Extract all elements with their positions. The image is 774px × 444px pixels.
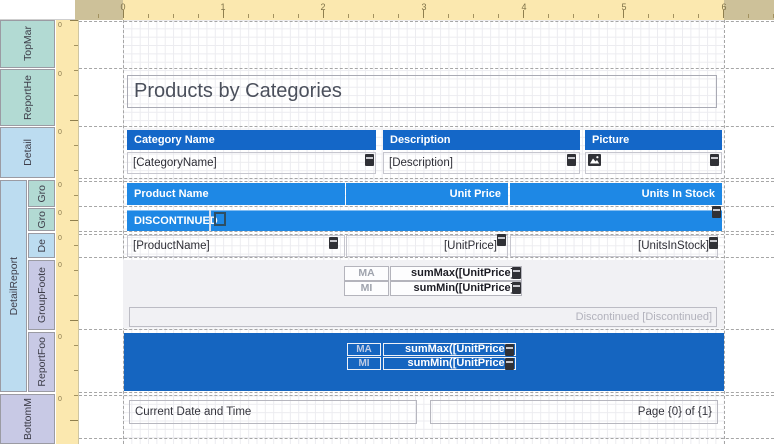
- picture-header-cell[interactable]: Picture: [585, 130, 722, 150]
- report-title-textbox[interactable]: Products by Categories: [127, 75, 717, 108]
- ruler-zero: 0: [58, 235, 62, 242]
- ruler-number: 6: [721, 2, 727, 12]
- footer-summary-min-tag-cell[interactable]: MI: [347, 357, 381, 370]
- category-name-field-cell[interactable]: [CategoryName]: [127, 152, 376, 174]
- units-in-stock-header-cell[interactable]: Units In Stock: [510, 183, 722, 205]
- ruler-zero: 0: [58, 396, 62, 403]
- picture-field-cell[interactable]: [585, 152, 722, 174]
- group-condition-textbox[interactable]: Discontinued [Discontinued]: [129, 307, 717, 327]
- summary-max-value-cell[interactable]: sumMax([UnitPrice]): [390, 266, 522, 281]
- product-name-header-cell[interactable]: Product Name: [127, 183, 345, 205]
- ruler-number: 1: [220, 2, 226, 12]
- band-separator: [79, 126, 774, 127]
- band-label-inner-detail[interactable]: De: [28, 233, 55, 258]
- field-marker-icon: [505, 358, 514, 370]
- band-separator: [79, 68, 774, 69]
- band-separator: [79, 234, 774, 235]
- ruler-number: 0: [120, 2, 126, 12]
- ruler-zero: 0: [58, 182, 62, 189]
- band-separator: [79, 329, 774, 330]
- ruler-number: 4: [521, 2, 527, 12]
- ruler-number: 3: [421, 2, 427, 12]
- unit-price-field-cell[interactable]: [UnitPrice]: [346, 235, 508, 257]
- band-separator: [79, 206, 774, 207]
- field-marker-icon: [567, 154, 576, 166]
- ruler-inch-ticks: [70, 20, 78, 444]
- product-name-field-cell[interactable]: [ProductName]: [127, 235, 345, 257]
- band-separator: [79, 395, 774, 396]
- horizontal-ruler: 0 1 2 3 4 5 6: [0, 0, 774, 20]
- ruler-zero: 0: [58, 22, 62, 29]
- band-label-report-header[interactable]: ReportHe: [0, 69, 55, 126]
- field-marker-icon: [505, 344, 514, 356]
- description-header-cell[interactable]: Description: [383, 130, 580, 150]
- ruler-zero: 0: [58, 262, 62, 269]
- field-marker-icon: [512, 267, 521, 279]
- ruler-zero: 0: [58, 210, 62, 217]
- field-marker-icon: [365, 154, 374, 166]
- ruler-inch-ticks: [123, 10, 725, 18]
- unit-price-header-cell[interactable]: Unit Price: [346, 183, 508, 205]
- image-placeholder-icon: [588, 154, 601, 166]
- band-label-detail[interactable]: Detail: [0, 127, 55, 178]
- cell-divider: [209, 210, 211, 231]
- band-separator: [79, 21, 774, 22]
- description-field-cell[interactable]: [Description]: [383, 152, 580, 174]
- field-marker-icon: [712, 206, 721, 218]
- ruler-zero: 0: [58, 71, 62, 78]
- band-separator: [79, 257, 774, 258]
- footer-summary-max-tag-cell[interactable]: MA: [347, 343, 381, 356]
- band-label-group-header-2[interactable]: Gro: [28, 208, 55, 231]
- field-marker-icon: [710, 154, 719, 166]
- page-margin-guide-left: [123, 20, 124, 444]
- field-marker-icon: [709, 237, 718, 249]
- datetime-textbox[interactable]: Current Date and Time: [129, 400, 417, 424]
- band-separator: [79, 392, 774, 393]
- band-label-group-header-1[interactable]: Gro: [28, 180, 55, 207]
- band-separator: [79, 231, 774, 232]
- field-marker-icon: [497, 234, 506, 246]
- units-in-stock-field-cell[interactable]: [UnitsInStock]: [510, 235, 718, 257]
- band-label-top-margin[interactable]: TopMar: [0, 20, 55, 68]
- ruler-zero: 0: [58, 334, 62, 341]
- ruler-number: 2: [320, 2, 326, 12]
- ruler-zero: 0: [58, 129, 62, 136]
- category-name-header-cell[interactable]: Category Name: [127, 130, 376, 150]
- footer-summary-max-value-cell[interactable]: sumMax([UnitPrice]): [383, 343, 516, 356]
- page-number-textbox[interactable]: Page {0} of {1}: [430, 400, 718, 424]
- band-label-bottom-margin[interactable]: BottomM: [0, 394, 55, 444]
- summary-min-value-cell[interactable]: sumMin([UnitPrice]): [390, 281, 522, 296]
- field-marker-icon: [329, 237, 338, 249]
- summary-max-tag-cell[interactable]: MA: [344, 266, 389, 281]
- band-label-report-footer[interactable]: ReportFoo: [28, 332, 55, 392]
- footer-summary-min-value-cell[interactable]: sumMin([UnitPrice]): [383, 357, 516, 370]
- summary-min-tag-cell[interactable]: MI: [344, 281, 389, 296]
- field-marker-icon: [512, 282, 521, 294]
- page-margin-guide-right: [724, 20, 725, 444]
- band-label-group-footer[interactable]: GroupFoote: [28, 260, 55, 330]
- band-separator: [79, 178, 774, 179]
- band-separator: [79, 181, 774, 182]
- discontinued-group-row[interactable]: DISCONTINUED: [127, 210, 722, 231]
- band-label-detail-report[interactable]: DetailReport: [0, 180, 27, 392]
- report-footer-band-area[interactable]: [124, 333, 724, 391]
- ruler-number: 5: [621, 2, 627, 12]
- band-separator: [79, 438, 774, 439]
- vertical-ruler: [56, 20, 79, 444]
- discontinued-checkbox[interactable]: [214, 212, 226, 226]
